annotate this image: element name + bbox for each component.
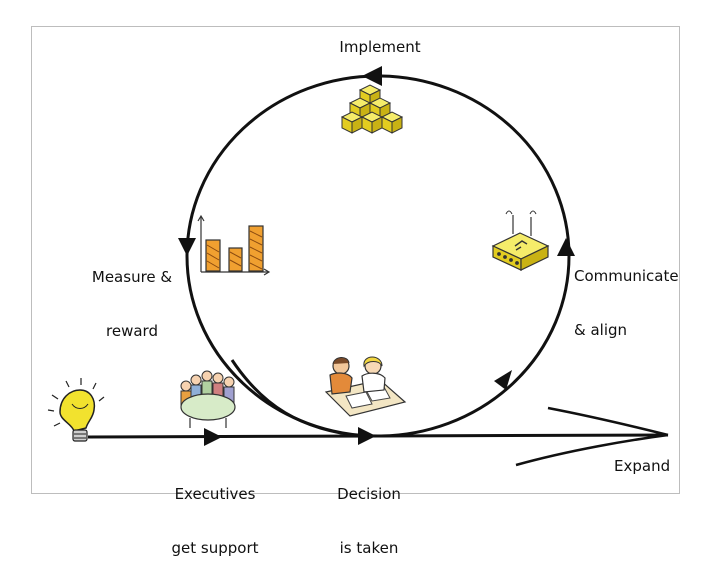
label-expand: Expand (614, 457, 671, 475)
bar-chart-icon (197, 214, 271, 276)
label-measure-line1: Measure & (91, 268, 173, 286)
label-communicate-line2: & align (574, 321, 628, 339)
label-executives-line2: get support (171, 539, 259, 557)
label-decision-line2: is taken (339, 539, 399, 557)
loop-entry-curve (230, 359, 363, 438)
stacked-cubes-icon (340, 84, 404, 134)
label-communicate-align: Communicate & align (574, 231, 680, 357)
process-cycle-diagram (47, 66, 669, 467)
arrow-decision (358, 427, 376, 445)
lightbulb-icon (47, 378, 105, 442)
label-executives-line1: Executives (174, 485, 256, 503)
label-decision: Decision is taken (324, 449, 414, 575)
arrow-communicate-up (557, 238, 575, 256)
people-signing-icon (324, 356, 407, 417)
label-implement: Implement (339, 38, 421, 56)
arrow-executives (204, 428, 222, 446)
expand-curve-bottom (515, 433, 669, 467)
expand-curve-top (547, 406, 669, 437)
router-icon (491, 210, 550, 271)
label-executives: Executives get support (160, 449, 270, 575)
meeting-table-icon (180, 370, 236, 428)
label-communicate-line1: Communicate (574, 267, 679, 285)
arrow-implement-left (362, 66, 382, 86)
arrow-measure-down (178, 238, 196, 256)
label-decision-line1: Decision (337, 485, 401, 503)
label-measure-reward: Measure & reward (84, 232, 180, 358)
arrow-decision-up (494, 370, 512, 390)
label-measure-line2: reward (106, 322, 158, 340)
timeline-line (87, 433, 669, 439)
